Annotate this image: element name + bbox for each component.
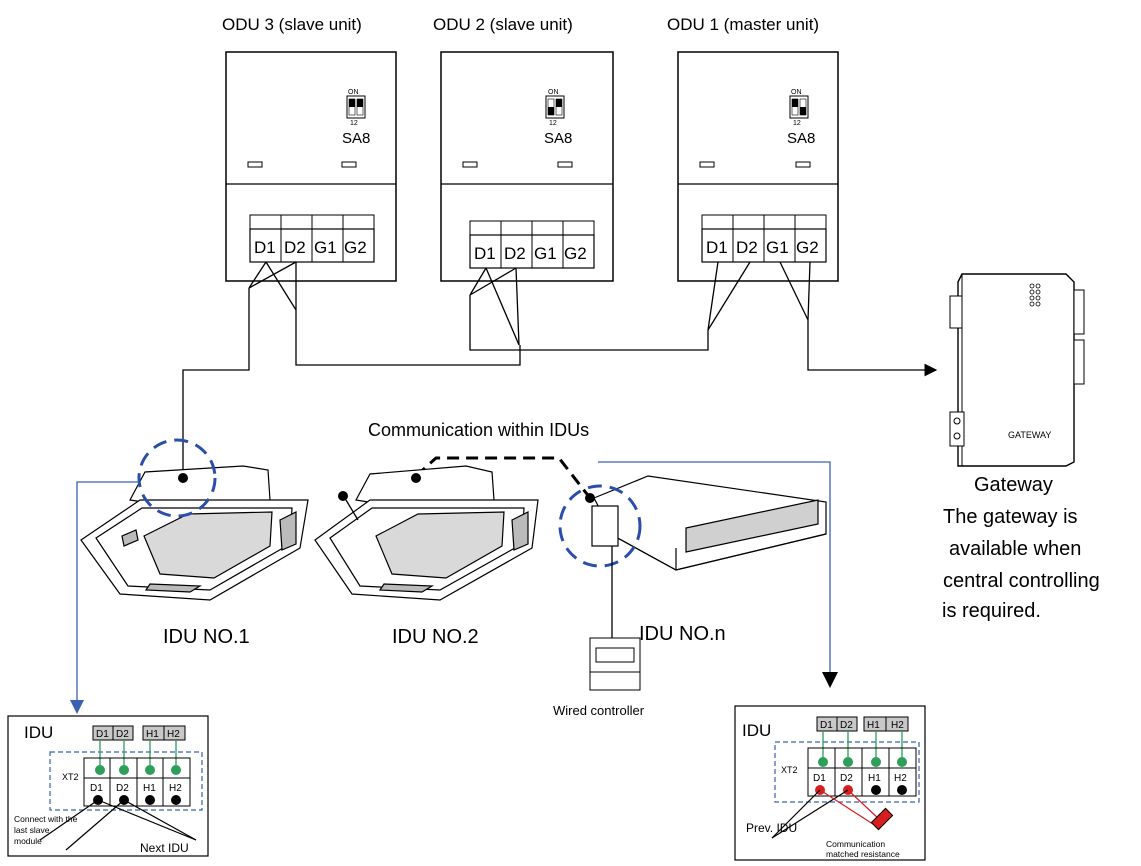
odu3-unit: ON 12 SA8 D1 D2 G1 G2 (225, 51, 397, 282)
right-bottom-h1: H1 (868, 773, 881, 784)
left-note-line-2: last slave (14, 825, 50, 835)
dip-switch-icon (545, 95, 565, 119)
resistor-icon (870, 807, 894, 831)
odu3-title: ODU 3 (slave unit) (222, 15, 362, 34)
right-top-h1: H1 (867, 720, 880, 731)
terminal-d1: D1 (254, 238, 276, 257)
right-top-h2: H2 (891, 720, 904, 731)
dip-switch-icon (346, 95, 366, 119)
idu1-cassette-unit (80, 465, 309, 601)
idun-label: IDU NO.n (639, 623, 726, 645)
resistance-line-1: Communication (826, 839, 885, 849)
gateway-device: GATEWAY (949, 273, 1085, 467)
left-bottom-d1: D1 (90, 783, 103, 794)
switch-on-label: ON (791, 89, 802, 96)
resistance-line-2: matched resistance (826, 849, 900, 859)
idu-detail-right (734, 705, 926, 861)
dip-switch-icon (789, 95, 809, 119)
idu-communication-link (414, 456, 592, 499)
right-prev-idu: Prev. IDU (746, 821, 797, 835)
idu2-label: IDU NO.2 (392, 626, 479, 648)
switch-numbers: 12 (549, 120, 557, 127)
idun-dashed-highlight (558, 484, 642, 568)
terminal-block (469, 220, 595, 269)
gateway-note-line-2: available when (949, 538, 1081, 560)
switch-numbers: 12 (350, 120, 358, 127)
idu-communication-label: Communication within IDUs (368, 420, 589, 440)
terminal-g2: G2 (344, 238, 367, 257)
switch-numbers: 12 (793, 120, 801, 127)
odu1-unit: ON 12 SA8 D1 D2 G1 G2 (677, 51, 839, 282)
left-top-h1: H1 (146, 729, 159, 740)
terminal-g1: G1 (534, 244, 557, 263)
switch-label: SA8 (544, 130, 572, 147)
left-top-h2: H2 (167, 729, 180, 740)
switch-on-label: ON (348, 89, 359, 96)
terminal-d2: D2 (736, 238, 758, 257)
gateway-note-line-3: central controlling (943, 570, 1100, 592)
left-bottom-h2: H2 (169, 783, 182, 794)
gateway-title: Gateway (974, 474, 1053, 496)
switch-label: SA8 (342, 130, 370, 147)
right-top-d1: D1 (820, 720, 833, 731)
left-next-idu: Next IDU (140, 841, 189, 855)
right-block-label: XT2 (781, 765, 798, 775)
terminal-d1: D1 (474, 244, 496, 263)
left-bottom-d2: D2 (116, 783, 129, 794)
left-top-d1: D1 (96, 729, 109, 740)
terminal-d1: D1 (706, 238, 728, 257)
wired-controller-label: Wired controller (553, 703, 645, 718)
right-detail-title: IDU (742, 721, 771, 740)
terminal-g2: G2 (564, 244, 587, 263)
left-note-line-3: module (14, 836, 42, 846)
odu2-title: ODU 2 (slave unit) (433, 15, 573, 34)
terminal-g1: G1 (766, 238, 789, 257)
terminal-block (701, 214, 827, 263)
gateway-note-line-1: The gateway is (943, 506, 1078, 528)
right-callout-line (598, 461, 831, 672)
right-top-d2: D2 (840, 720, 853, 731)
terminal-block (249, 214, 375, 263)
idun-duct-unit (591, 475, 827, 571)
idu-detail-left (7, 715, 209, 857)
odu2-unit: ON 12 SA8 D1 D2 G1 G2 (440, 51, 614, 282)
left-bottom-h1: H1 (143, 783, 156, 794)
right-bottom-h2: H2 (894, 773, 907, 784)
right-bottom-d2: D2 (840, 773, 853, 784)
switch-label: SA8 (787, 130, 815, 147)
terminal-d2: D2 (284, 238, 306, 257)
gateway-note-line-4: is required. (942, 600, 1041, 622)
left-callout-arrow (70, 700, 84, 714)
idu1-dashed-highlight (137, 438, 217, 518)
wired-controller-icon (589, 637, 641, 691)
left-block-label: XT2 (62, 772, 79, 782)
terminal-g1: G1 (314, 238, 337, 257)
terminal-d2: D2 (504, 244, 526, 263)
left-note-line-1: Connect with the (14, 814, 78, 824)
odu1-title: ODU 1 (master unit) (667, 15, 819, 34)
gateway-device-label: GATEWAY (1008, 430, 1051, 440)
right-callout-arrow (822, 672, 838, 688)
terminal-g2: G2 (796, 238, 819, 257)
left-top-d2: D2 (116, 729, 129, 740)
idu1-label: IDU NO.1 (163, 626, 250, 648)
switch-on-label: ON (548, 89, 559, 96)
right-bottom-d1: D1 (813, 773, 826, 784)
left-detail-title: IDU (24, 723, 53, 742)
odu-communication-wiring (182, 261, 938, 478)
idu2-cassette-unit (314, 465, 539, 601)
left-callout-line (76, 481, 139, 700)
